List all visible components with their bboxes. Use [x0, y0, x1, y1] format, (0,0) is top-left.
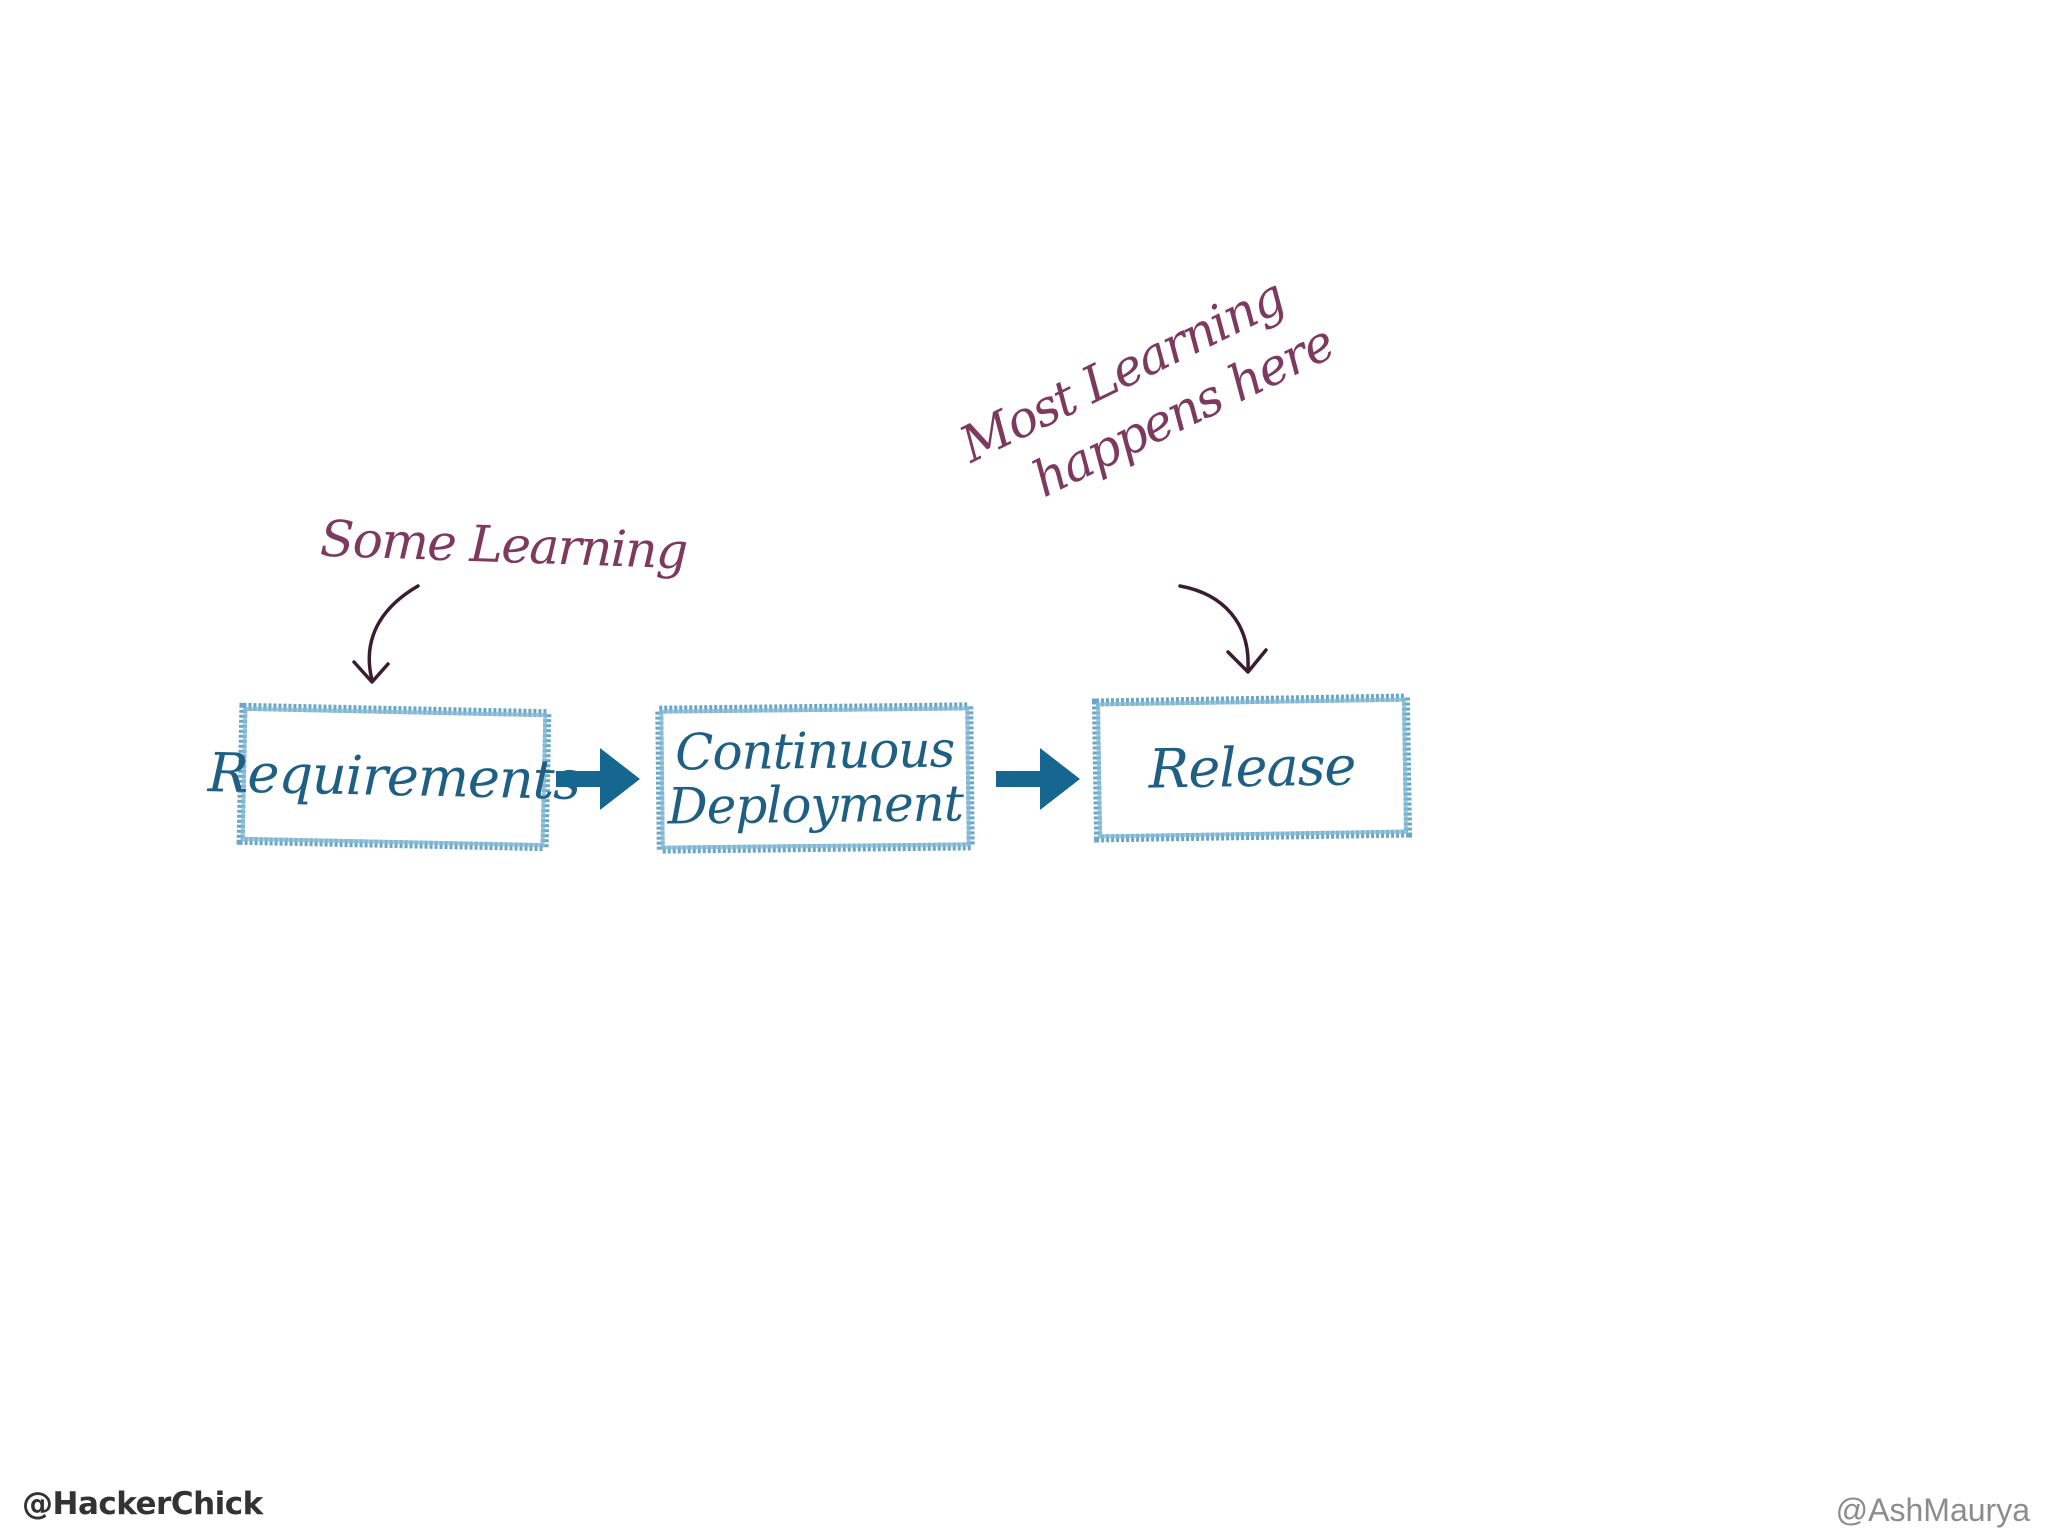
release-label: Release — [1148, 734, 1356, 801]
flow-arrow-right-icon — [996, 748, 1080, 810]
footer-handle-ashmaurya: @AshMaurya — [1835, 1492, 2030, 1528]
continuous-deployment-box: Continuous Deployment — [655, 702, 975, 854]
release-box-frame — [1091, 693, 1413, 843]
requirements-label: Requirements — [207, 740, 581, 812]
flow-arrow-right-icon — [556, 748, 640, 810]
curved-arrow-to-requirements — [352, 584, 420, 684]
release-box: Release — [1091, 693, 1413, 843]
requirements-box: Requirements — [207, 702, 581, 852]
requirements-box-frame — [236, 702, 552, 852]
curved-arrow-to-release — [1178, 584, 1268, 674]
continuous-deployment-label: Continuous Deployment — [667, 720, 964, 836]
footer-handle-hackerchick: @HackerChick — [22, 1486, 263, 1522]
continuous-deployment-box-frame — [655, 702, 975, 854]
annotation-most-learning: Most Learning happens here — [950, 255, 1343, 532]
annotation-some-learning: Some Learning — [319, 509, 688, 581]
